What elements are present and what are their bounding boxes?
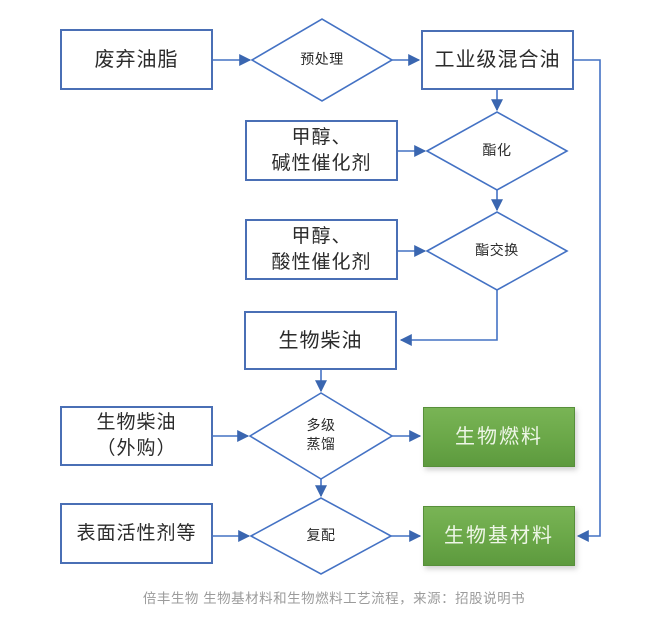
node-label: 生物柴油: [278, 329, 363, 352]
node-label: 表面活性剂等: [76, 522, 197, 544]
caption: 倍丰生物 生物基材料和生物燃料工艺流程，来源：招股说明书: [142, 591, 526, 606]
node-biobased-materials: 生物基材料: [423, 506, 575, 566]
node-biodiesel: 生物柴油: [244, 311, 397, 370]
node-label-line1: 生物柴油: [96, 412, 177, 433]
node-methanol-acidic-catalyst: 甲醇、 酸性催化剂: [245, 219, 398, 280]
node-label-line2: 酸性催化剂: [271, 251, 372, 273]
diamond-distillation-label: 多级 蒸馏: [261, 417, 381, 455]
node-industrial-mixed-oil: 工业级混合油: [421, 30, 574, 90]
node-label-line2: （外购）: [96, 438, 177, 459]
diamond-esterification-label: 酯化: [482, 144, 512, 159]
diamond-label-line2: 蒸馏: [306, 438, 336, 453]
arrow-industrial-oil-to-biobased-materials: [574, 59, 601, 542]
diamond-label-line1: 多级: [306, 419, 336, 434]
diamond-transesterification-label: 酯交换: [475, 244, 519, 259]
node-surfactants: 表面活性剂等: [60, 503, 213, 564]
diamond-compounding-label: 复配: [306, 529, 336, 544]
diamond-esterification-shape: [425, 111, 569, 191]
node-methanol-alkaline-catalyst: 甲醇、 碱性催化剂: [245, 120, 398, 181]
node-label-line1: 甲醇、: [291, 225, 352, 247]
node-label: 废弃油脂: [94, 48, 179, 71]
node-label: 生物燃料: [455, 426, 543, 448]
node-label: 生物基材料: [444, 525, 554, 547]
node-label-line2: 碱性催化剂: [271, 152, 372, 174]
diamond-pretreatment-label: 预处理: [300, 53, 344, 68]
node-biofuel: 生物燃料: [423, 407, 575, 467]
node-label-line1: 甲醇、: [291, 126, 352, 148]
diamond-transesterification-shape: [425, 211, 569, 291]
arrow-transesterification-to-biodiesel: [399, 290, 498, 346]
node-biodiesel-purchased: 生物柴油 （外购）: [60, 406, 213, 466]
node-waste-oil: 废弃油脂: [60, 29, 213, 90]
node-label: 工业级混合油: [434, 49, 561, 71]
